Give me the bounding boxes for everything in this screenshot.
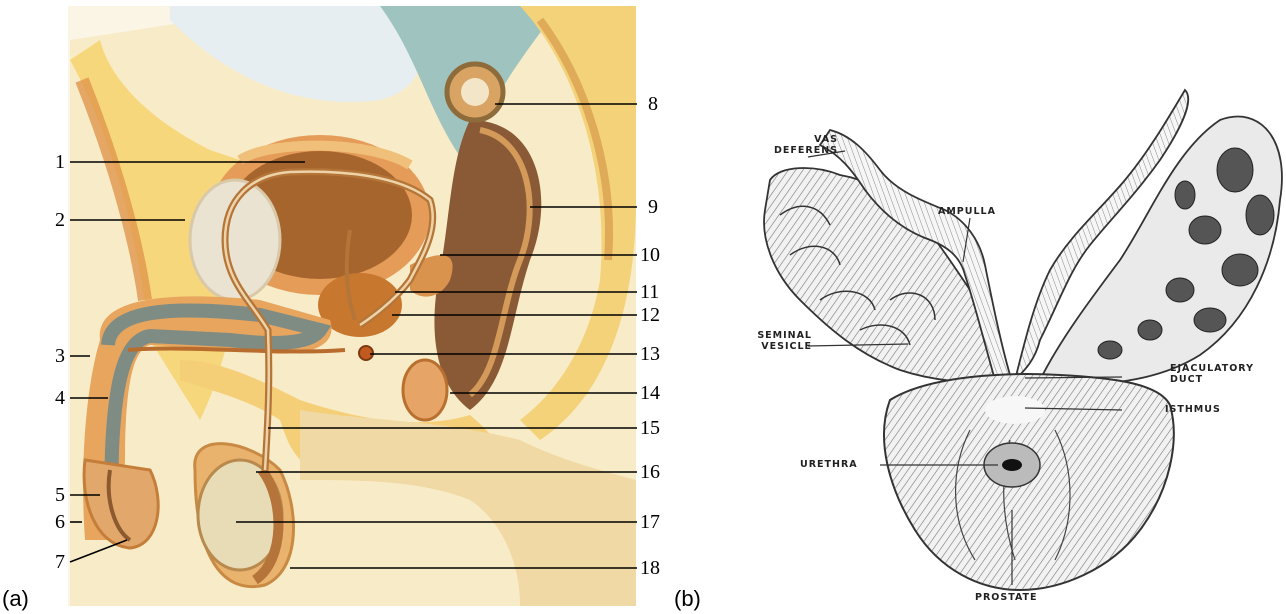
label-17: 17 — [640, 512, 660, 532]
label-vas-deferens: VAS DEFERENS — [768, 134, 838, 156]
prostate-engraving — [680, 0, 1286, 614]
panel-a-sagittal-section: 1 2 3 4 5 6 7 8 9 10 11 12 13 14 15 16 1… — [0, 0, 680, 614]
label-12: 12 — [640, 305, 660, 325]
label-7: 7 — [55, 552, 65, 572]
label-14: 14 — [640, 383, 660, 403]
label-16: 16 — [640, 462, 660, 482]
label-isthmus: ISTHMUS — [1165, 404, 1221, 415]
label-6: 6 — [55, 512, 65, 532]
label-9: 9 — [648, 197, 658, 217]
sagittal-illustration — [0, 0, 680, 614]
label-urethra: URETHRA — [800, 459, 858, 470]
label-ampulla: AMPULLA — [938, 206, 996, 217]
label-5: 5 — [55, 485, 65, 505]
label-seminal-vesicle: SEMINAL VESICLE — [742, 330, 812, 352]
label-8: 8 — [648, 94, 658, 114]
panel-b-prostate-illustration: VAS DEFERENS AMPULLA SEMINAL VESICLE EJA… — [680, 0, 1286, 614]
label-11: 11 — [640, 282, 659, 302]
label-10: 10 — [640, 245, 660, 265]
label-18: 18 — [640, 558, 660, 578]
panel-label-b: (b) — [674, 586, 701, 612]
label-3: 3 — [55, 346, 65, 366]
label-ejaculatory-duct: EJACULATORY DUCT — [1170, 363, 1254, 385]
label-13: 13 — [640, 344, 660, 364]
label-2: 2 — [55, 210, 65, 230]
label-prostate: PROSTATE — [975, 592, 1038, 603]
label-15: 15 — [640, 418, 660, 438]
label-4: 4 — [55, 388, 65, 408]
panel-label-a: (a) — [2, 586, 29, 612]
label-1: 1 — [55, 152, 65, 172]
